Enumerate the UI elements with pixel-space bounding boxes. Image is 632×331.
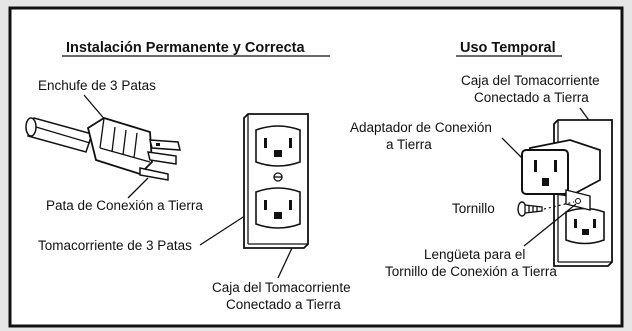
outlet-wall-plate <box>243 113 309 249</box>
tab-label-1: Lengüeta para el <box>424 247 525 262</box>
left-box-leader <box>277 247 293 279</box>
right-box-label-1: Caja del Tomacorriente <box>461 73 600 88</box>
inner-frame <box>8 6 624 328</box>
right-heading: Uso Temporal <box>460 40 556 56</box>
tab-label-2: Tornillo de Conexión a Tierra <box>385 264 557 279</box>
right-box-label-2: Conectado a Tierra <box>474 90 589 105</box>
left-heading: Instalación Permanente y Correcta <box>66 40 305 56</box>
receptacle-label: Tomacorriente de 3 Patas <box>38 238 192 253</box>
three-prong-plug <box>86 117 181 181</box>
tab-leader <box>523 203 577 247</box>
plug-label: Enchufe de 3 Patas <box>38 78 156 93</box>
grounding-adapter <box>521 139 601 211</box>
plug-cord <box>25 117 93 153</box>
left-box-label-1: Caja del Tomacorriente <box>212 280 351 295</box>
adapter-label-2: a Tierra <box>386 137 432 152</box>
ground-pin-label: Pata de Conexión a Tierra <box>46 198 203 213</box>
adapter-leader <box>501 137 525 161</box>
screw-label: Tornillo <box>452 201 495 216</box>
left-box-label-2: Conectado a Tierra <box>226 297 341 312</box>
screw-icon <box>517 201 575 217</box>
adapter-label-1: Adaptador de Conexión <box>350 120 492 135</box>
ground-pin-leader <box>127 177 149 199</box>
